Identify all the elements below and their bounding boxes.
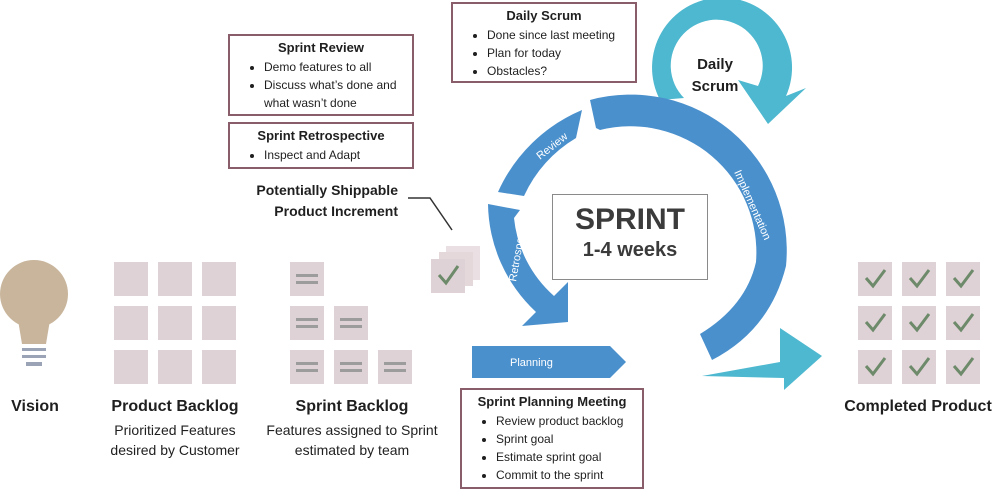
sprint-backlog-title: Sprint Backlog	[295, 398, 409, 415]
sprint-backlog-desc-line2: estimated by team	[294, 442, 410, 458]
completed-product-title: Completed Product	[844, 398, 992, 415]
backlog-tile	[202, 262, 236, 296]
sprint-planning-item: Estimate sprint goal	[496, 448, 634, 466]
sprint-review-item: Demo features to all	[264, 58, 404, 76]
sprint-planning-item: Sprint goal	[496, 430, 634, 448]
sprint-retrospective-box: Sprint Retrospective Inspect and Adapt	[228, 122, 414, 169]
sprint-center-box: SPRINT 1-4 weeks	[552, 194, 708, 280]
sprint-planning-item: Review product backlog	[496, 412, 634, 430]
backlog-tile	[202, 306, 236, 340]
backlog-tile	[158, 306, 192, 340]
sprint-review-box: Sprint Review Demo features to all Discu…	[228, 34, 414, 116]
sprint-backlog-tile	[334, 350, 368, 384]
sprint-backlog-tile	[290, 306, 324, 340]
daily-scrum-arrow-shape	[652, 0, 806, 124]
increment-check-icon	[437, 265, 460, 286]
product-backlog-desc: Prioritized Features desired by Customer	[96, 420, 254, 460]
sprint-planning-box-title: Sprint Planning Meeting	[477, 394, 627, 409]
backlog-tile	[114, 350, 148, 384]
sprint-retrospective-item: Inspect and Adapt	[264, 146, 404, 164]
sprint-review-box-title: Sprint Review	[278, 40, 364, 55]
sprint-backlog-tile	[290, 350, 324, 384]
daily-scrum-arrow-label: Daily Scrum	[680, 54, 750, 98]
increment-tile-front	[431, 259, 465, 293]
sprint-title: SPRINT	[574, 203, 685, 236]
cycle-implementation-segment	[590, 94, 787, 360]
sprint-backlog-tile	[290, 262, 324, 296]
sprint-review-item: Discuss what’s done and what wasn’t done	[264, 76, 404, 112]
daily-scrum-item: Plan for today	[487, 44, 627, 62]
backlog-tile	[158, 262, 192, 296]
backlog-tile	[114, 262, 148, 296]
vision-title: Vision	[11, 398, 59, 415]
sprint-backlog-desc: Features assigned to Sprint estimated by…	[256, 420, 448, 460]
cycle-retrospect-segment	[488, 204, 568, 326]
vision-label: Vision	[0, 398, 70, 416]
daily-scrum-box: Daily Scrum Done since last meeting Plan…	[451, 2, 637, 83]
sprint-backlog-desc-line1: Features assigned to Sprint	[266, 422, 438, 438]
cycle-label-planning: Planning	[510, 357, 553, 369]
sprint-backlog-tile	[334, 306, 368, 340]
completed-grid	[858, 262, 980, 384]
daily-scrum-box-title: Daily Scrum	[506, 8, 582, 23]
cycle-review-segment	[498, 110, 582, 196]
cycle-planning-segment	[472, 346, 626, 378]
sprint-backlog-label: Sprint Backlog Features assigned to Spri…	[256, 398, 448, 460]
daily-scrum-arrow-line2: Scrum	[691, 78, 739, 95]
shippable-connector	[408, 197, 453, 231]
product-backlog-desc-line2: desired by Customer	[110, 442, 240, 458]
shippable-label-line1: Potentially Shippable	[256, 182, 398, 198]
shippable-label: Potentially Shippable Product Increment	[222, 180, 398, 222]
product-backlog-desc-line1: Prioritized Features	[114, 422, 236, 438]
sprint-retrospective-box-title: Sprint Retrospective	[257, 128, 385, 143]
completed-check-icons	[864, 269, 975, 377]
sprint-backlog-tile	[378, 350, 412, 384]
backlog-tile	[114, 306, 148, 340]
shippable-label-line2: Product Increment	[274, 203, 398, 219]
backlog-tile	[202, 350, 236, 384]
backlog-tile	[158, 350, 192, 384]
sprint-duration: 1-4 weeks	[582, 239, 678, 261]
completed-product-label: Completed Product	[840, 398, 996, 416]
completion-arrow-shape	[702, 328, 822, 390]
daily-scrum-arrow-line1: Daily	[697, 56, 733, 73]
daily-scrum-item: Obstacles?	[487, 62, 627, 80]
daily-scrum-item: Done since last meeting	[487, 26, 627, 44]
product-backlog-title: Product Backlog	[111, 398, 239, 415]
sprint-planning-item: Commit to the sprint	[496, 466, 634, 484]
bulb-icon	[0, 260, 68, 328]
sprint-planning-box: Sprint Planning Meeting Review product b…	[460, 388, 644, 489]
product-backlog-label: Product Backlog Prioritized Features des…	[96, 398, 254, 460]
